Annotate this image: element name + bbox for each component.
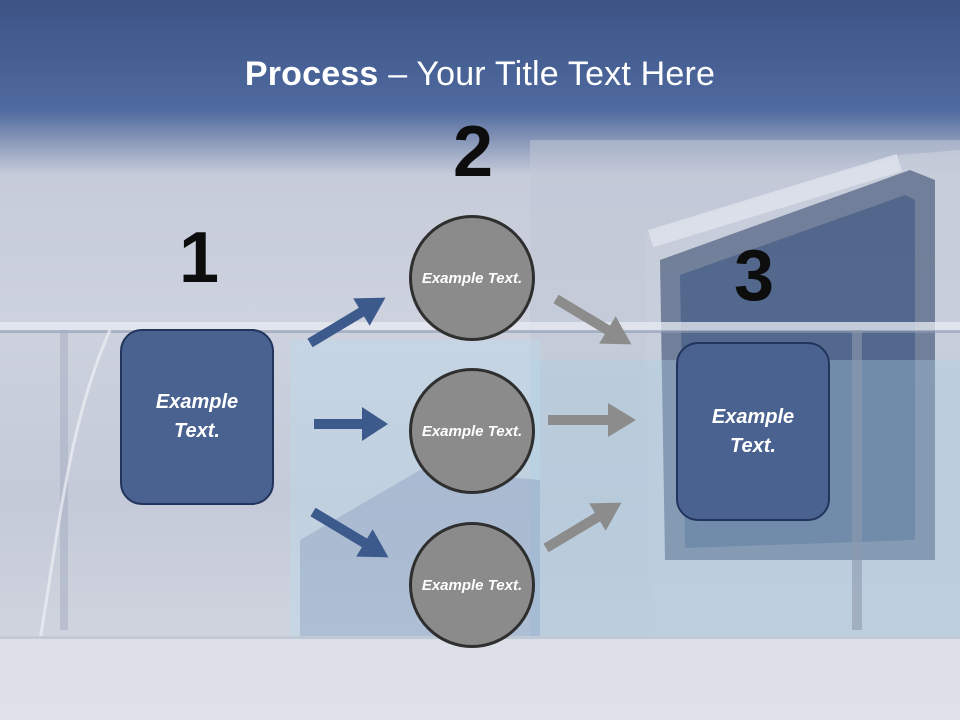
circle-bottom-text: Example Text.: [421, 576, 523, 594]
step-1-box: Example Text.: [120, 329, 274, 505]
arrow-blue-down-icon: [310, 507, 389, 558]
circle-middle-text: Example Text.: [421, 422, 523, 440]
slide-title: Process – Your Title Text Here: [0, 52, 960, 96]
arrow-gray-up-icon: [543, 502, 622, 553]
step-2-circle-bottom: Example Text.: [409, 522, 535, 648]
arrow-blue-up-icon: [307, 297, 386, 348]
arrow-blue-right-icon: [314, 407, 388, 441]
step-2-circle-middle: Example Text.: [409, 368, 535, 494]
step-3-text: Example Text.: [711, 405, 795, 457]
circle-top-text: Example Text.: [421, 269, 523, 287]
step-number-2: 2: [452, 112, 494, 192]
step-number-1: 1: [178, 218, 220, 298]
step-3-box: Example Text.: [676, 342, 830, 521]
title-rest: – Your Title Text Here: [378, 55, 716, 93]
title-bold: Process: [244, 55, 379, 93]
step-1-text: Example Text.: [155, 391, 239, 442]
arrow-gray-down-icon: [553, 294, 632, 345]
step-number-3: 3: [733, 236, 775, 316]
step-2-circle-top: Example Text.: [409, 215, 535, 341]
arrow-gray-right-icon: [548, 403, 636, 437]
